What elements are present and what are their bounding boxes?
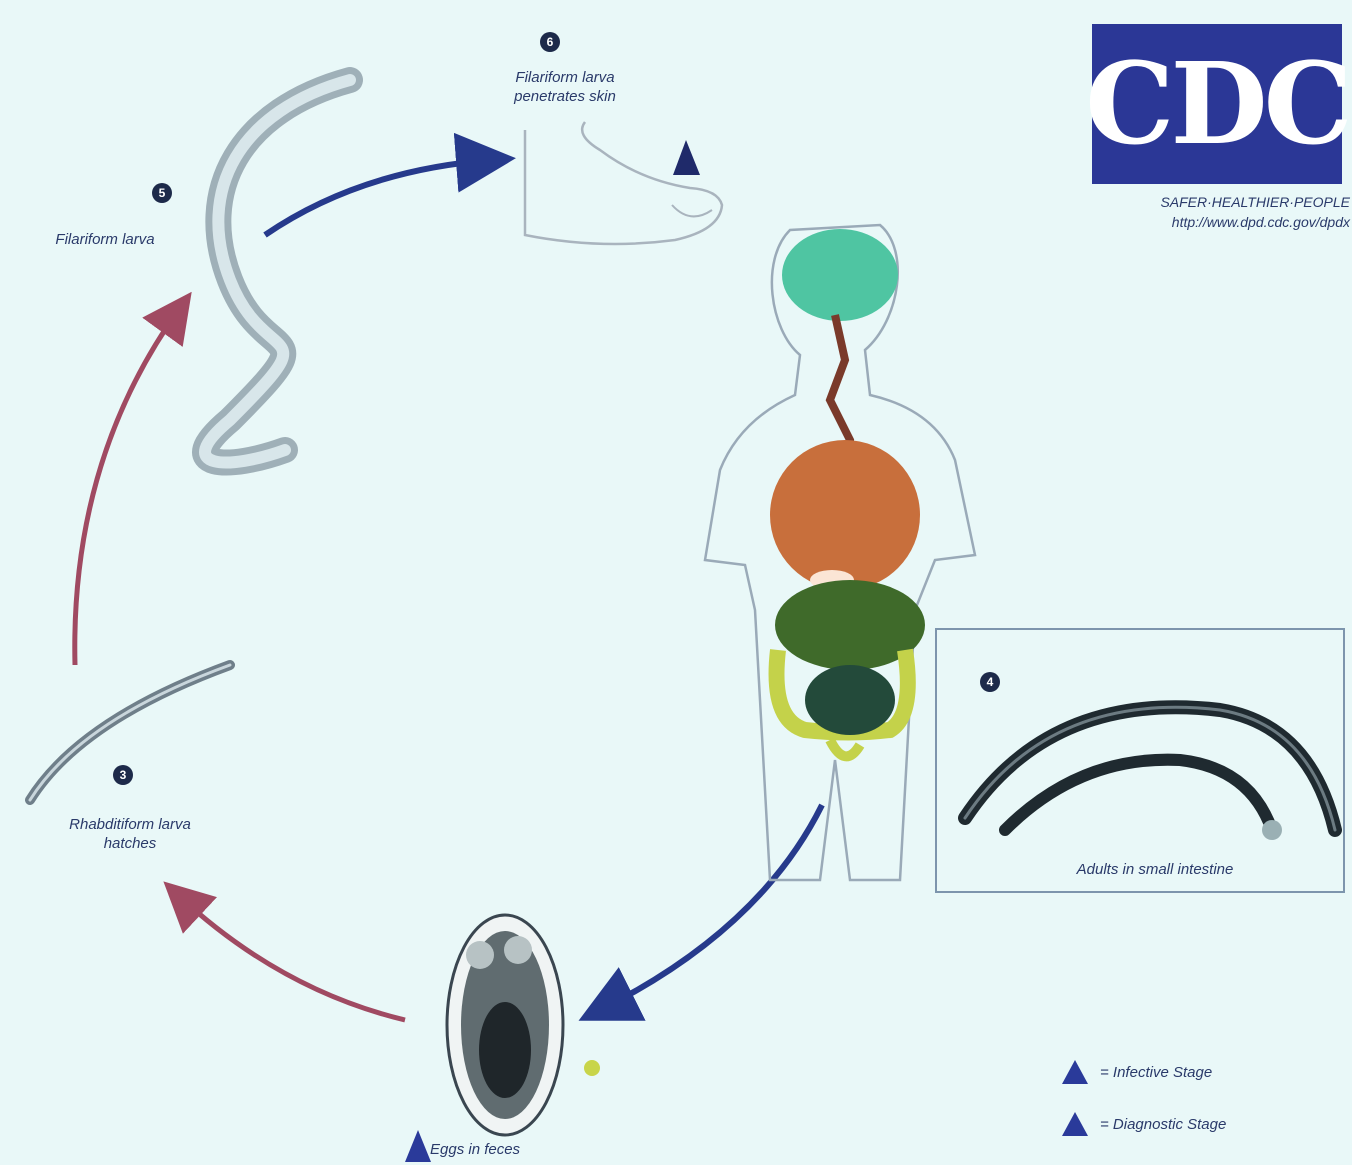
small-intestine [805,665,895,735]
stage-number-5: 5 [152,183,172,203]
cdc-tagline: SAFER·HEALTHIER·PEOPLE http://www.dpd.cd… [1040,192,1350,232]
legend-infective: = Infective Stage [1060,1058,1212,1086]
lungs [770,440,920,590]
stage-label-skin-penetration: Filariform larva penetrates skin [470,68,660,106]
arrow-larva-to-skin [265,160,492,235]
egg-illustration [447,915,600,1135]
legend-diagnostic-label: = Diagnostic Stage [1100,1115,1226,1134]
foot-illustration [525,122,722,244]
stage-label-eggs: Eggs in feces [430,1140,630,1159]
stage-label-rhabditiform: Rhabditiform larva hatches [10,815,250,853]
legend-infective-label: = Infective Stage [1100,1063,1212,1082]
triangle-icon [1060,1110,1090,1138]
stage-label-adults: Adults in small intestine [1010,860,1300,879]
stage-label-filariform: Filariform larva [20,230,190,249]
stage-number-4: 4 [980,672,1000,692]
arrow-host-to-eggs [600,805,822,1010]
diagnostic-marker-d [584,1060,600,1076]
diagnostic-stage-triangle [405,1130,431,1162]
arrow-eggs-to-rhabditiform [178,895,405,1020]
infective-stage-triangle [673,140,700,175]
stage-number-3: 3 [113,765,133,785]
brain [782,229,898,321]
triangle-icon [1060,1058,1090,1086]
adults-inset-frame [935,628,1345,893]
arrow-rhabditiform-to-filariform [75,308,180,665]
stage-number-6: 6 [540,32,560,52]
legend-diagnostic: = Diagnostic Stage [1060,1110,1226,1138]
cdc-logo: CDC [1092,24,1342,184]
filariform-larva-illustration [205,80,350,462]
